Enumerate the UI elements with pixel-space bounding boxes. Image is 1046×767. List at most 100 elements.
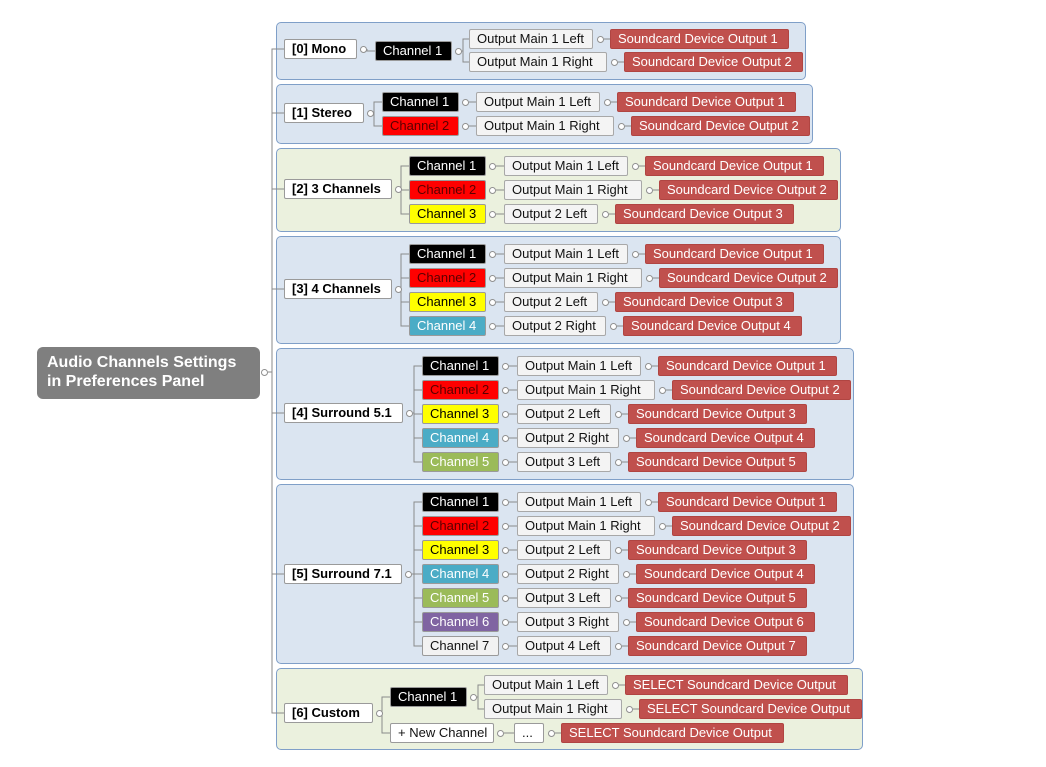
output-node[interactable]: Output Main 1 Right [504,180,642,200]
channel-node[interactable]: Channel 2 [409,268,486,288]
device-node[interactable]: Soundcard Device Output 1 [645,244,824,264]
output-collapse-knob[interactable] [604,99,611,106]
channel-collapse-knob[interactable] [502,387,509,394]
output-node[interactable]: Output Main 1 Right [469,52,607,72]
device-node[interactable]: Soundcard Device Output 2 [659,268,838,288]
device-node[interactable]: Soundcard Device Output 2 [631,116,810,136]
device-node[interactable]: Soundcard Device Output 4 [636,428,815,448]
output-collapse-knob[interactable] [623,435,630,442]
channel-node[interactable]: Channel 6 [422,612,499,632]
device-node[interactable]: Soundcard Device Output 7 [628,636,807,656]
device-node[interactable]: Soundcard Device Output 2 [672,516,851,536]
output-collapse-knob[interactable] [645,363,652,370]
channel-node[interactable]: + New Channel [390,723,494,743]
output-collapse-knob[interactable] [615,547,622,554]
channel-collapse-knob[interactable] [502,435,509,442]
output-node[interactable]: Output Main 1 Left [469,29,593,49]
device-node[interactable]: Soundcard Device Output 1 [658,492,837,512]
channel-collapse-knob[interactable] [502,459,509,466]
root-collapse-knob[interactable] [261,369,268,376]
output-collapse-knob[interactable] [615,411,622,418]
output-node[interactable]: Output Main 1 Left [504,244,628,264]
device-node[interactable]: SELECT Soundcard Device Output [561,723,784,743]
device-node[interactable]: Soundcard Device Output 3 [615,292,794,312]
device-node[interactable]: Soundcard Device Output 2 [624,52,803,72]
output-node[interactable]: Output 2 Left [517,404,611,424]
output-node[interactable]: Output 2 Left [504,204,598,224]
channel-collapse-knob[interactable] [502,643,509,650]
group-collapse-knob[interactable] [395,186,402,193]
output-collapse-knob[interactable] [548,730,555,737]
channel-collapse-knob[interactable] [489,275,496,282]
channel-node[interactable]: Channel 2 [422,380,499,400]
channel-collapse-knob[interactable] [502,363,509,370]
output-node[interactable]: Output Main 1 Left [517,356,641,376]
channel-node[interactable]: Channel 2 [422,516,499,536]
device-node[interactable]: SELECT Soundcard Device Output [625,675,848,695]
output-collapse-knob[interactable] [618,123,625,130]
output-collapse-knob[interactable] [615,459,622,466]
output-collapse-knob[interactable] [602,211,609,218]
channel-node[interactable]: Channel 3 [422,404,499,424]
device-node[interactable]: Soundcard Device Output 3 [628,540,807,560]
output-node[interactable]: Output 2 Right [517,428,619,448]
group-label[interactable]: [3] 4 Channels [284,279,392,299]
output-node[interactable]: Output 2 Right [504,316,606,336]
channel-collapse-knob[interactable] [489,211,496,218]
channel-collapse-knob[interactable] [502,523,509,530]
channel-collapse-knob[interactable] [489,163,496,170]
group-label[interactable]: [6] Custom [284,703,373,723]
output-collapse-knob[interactable] [611,59,618,66]
channel-collapse-knob[interactable] [455,48,462,55]
channel-collapse-knob[interactable] [502,499,509,506]
channel-collapse-knob[interactable] [489,187,496,194]
group-collapse-knob[interactable] [395,286,402,293]
channel-node[interactable]: Channel 4 [422,428,499,448]
channel-node[interactable]: Channel 3 [409,204,486,224]
output-node[interactable]: Output 2 Right [517,564,619,584]
root-topic[interactable]: Audio Channels Settings in Preferences P… [37,347,260,399]
channel-node[interactable]: Channel 1 [422,492,499,512]
output-node[interactable]: Output Main 1 Right [517,380,655,400]
output-node[interactable]: ... [514,723,544,743]
channel-collapse-knob[interactable] [489,323,496,330]
channel-collapse-knob[interactable] [502,411,509,418]
channel-node[interactable]: Channel 1 [422,356,499,376]
channel-collapse-knob[interactable] [470,694,477,701]
channel-node[interactable]: Channel 5 [422,452,499,472]
device-node[interactable]: Soundcard Device Output 2 [659,180,838,200]
device-node[interactable]: Soundcard Device Output 1 [617,92,796,112]
channel-collapse-knob[interactable] [489,299,496,306]
channel-node[interactable]: Channel 1 [409,244,486,264]
output-collapse-knob[interactable] [659,523,666,530]
channel-node[interactable]: Channel 7 [422,636,499,656]
channel-collapse-knob[interactable] [497,730,504,737]
channel-node[interactable]: Channel 1 [409,156,486,176]
device-node[interactable]: Soundcard Device Output 3 [615,204,794,224]
group-label[interactable]: [1] Stereo [284,103,364,123]
channel-collapse-knob[interactable] [502,619,509,626]
output-node[interactable]: Output Main 1 Left [504,156,628,176]
output-collapse-knob[interactable] [646,187,653,194]
channel-collapse-knob[interactable] [462,99,469,106]
output-node[interactable]: Output Main 1 Right [476,116,614,136]
output-collapse-knob[interactable] [615,643,622,650]
device-node[interactable]: Soundcard Device Output 4 [623,316,802,336]
output-collapse-knob[interactable] [645,499,652,506]
output-collapse-knob[interactable] [632,251,639,258]
output-node[interactable]: Output 3 Right [517,612,619,632]
group-collapse-knob[interactable] [367,110,374,117]
output-node[interactable]: Output Main 1 Left [476,92,600,112]
output-collapse-knob[interactable] [602,299,609,306]
channel-node[interactable]: Channel 4 [422,564,499,584]
output-node[interactable]: Output 2 Left [504,292,598,312]
group-label[interactable]: [2] 3 Channels [284,179,392,199]
group-label[interactable]: [5] Surround 7.1 [284,564,402,584]
channel-node[interactable]: Channel 2 [382,116,459,136]
output-collapse-knob[interactable] [615,595,622,602]
channel-node[interactable]: Channel 1 [390,687,467,707]
channel-collapse-knob[interactable] [462,123,469,130]
group-label[interactable]: [4] Surround 5.1 [284,403,403,423]
channel-node[interactable]: Channel 3 [422,540,499,560]
channel-node[interactable]: Channel 2 [409,180,486,200]
